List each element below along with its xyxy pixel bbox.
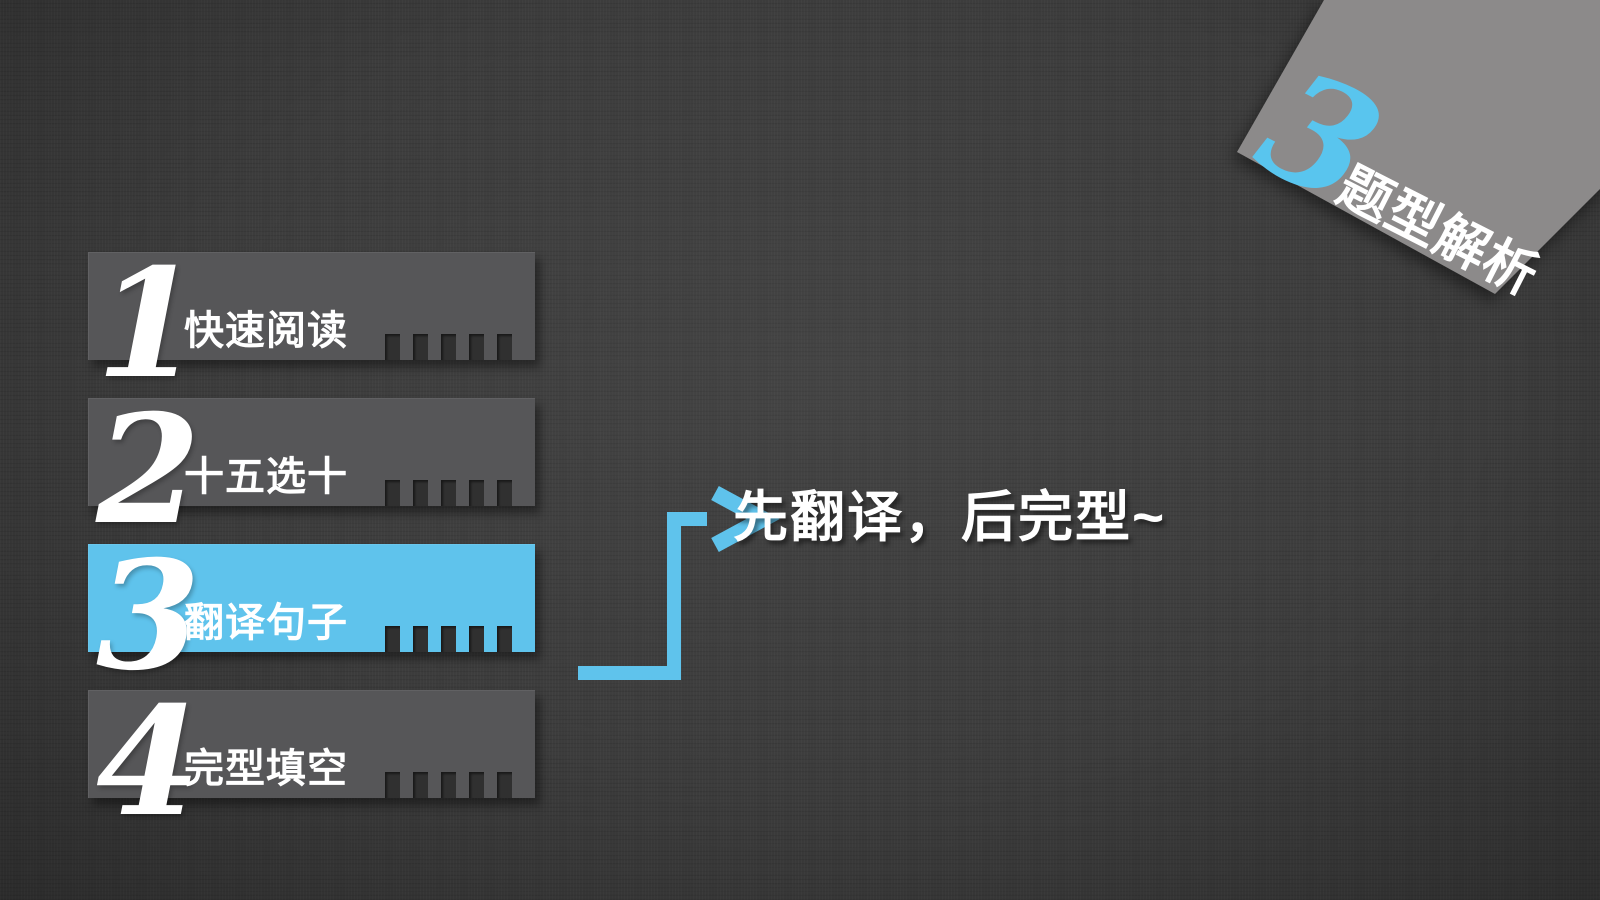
corner-card: 3 题型解析 <box>1234 0 1600 307</box>
corner-card-shape <box>1237 0 1600 294</box>
notch-decoration <box>385 480 512 506</box>
item-label: 快速阅读 <box>184 309 348 353</box>
item-number: 2 <box>96 382 201 558</box>
elbow-arrow-icon <box>578 485 780 680</box>
item-number: 3 <box>96 528 201 704</box>
item-label: 十五选十 <box>184 455 348 499</box>
item-label: 完型填空 <box>184 747 348 791</box>
menu-item-1: 1 快速阅读 <box>88 249 535 399</box>
notch-decoration <box>385 626 512 652</box>
item-number: 4 <box>96 674 201 850</box>
item-label: 翻译句子 <box>184 601 348 645</box>
menu-item-2: 2 十五选十 <box>88 395 535 545</box>
menu-item-3-highlighted: 3 翻译句子 <box>88 541 535 691</box>
notch-decoration <box>385 772 512 798</box>
annotation-text: 先翻译，后完型~ <box>733 486 1167 548</box>
menu-item-4: 4 完型填空 <box>88 687 535 837</box>
notch-decoration <box>385 334 512 360</box>
item-number: 1 <box>96 236 201 412</box>
